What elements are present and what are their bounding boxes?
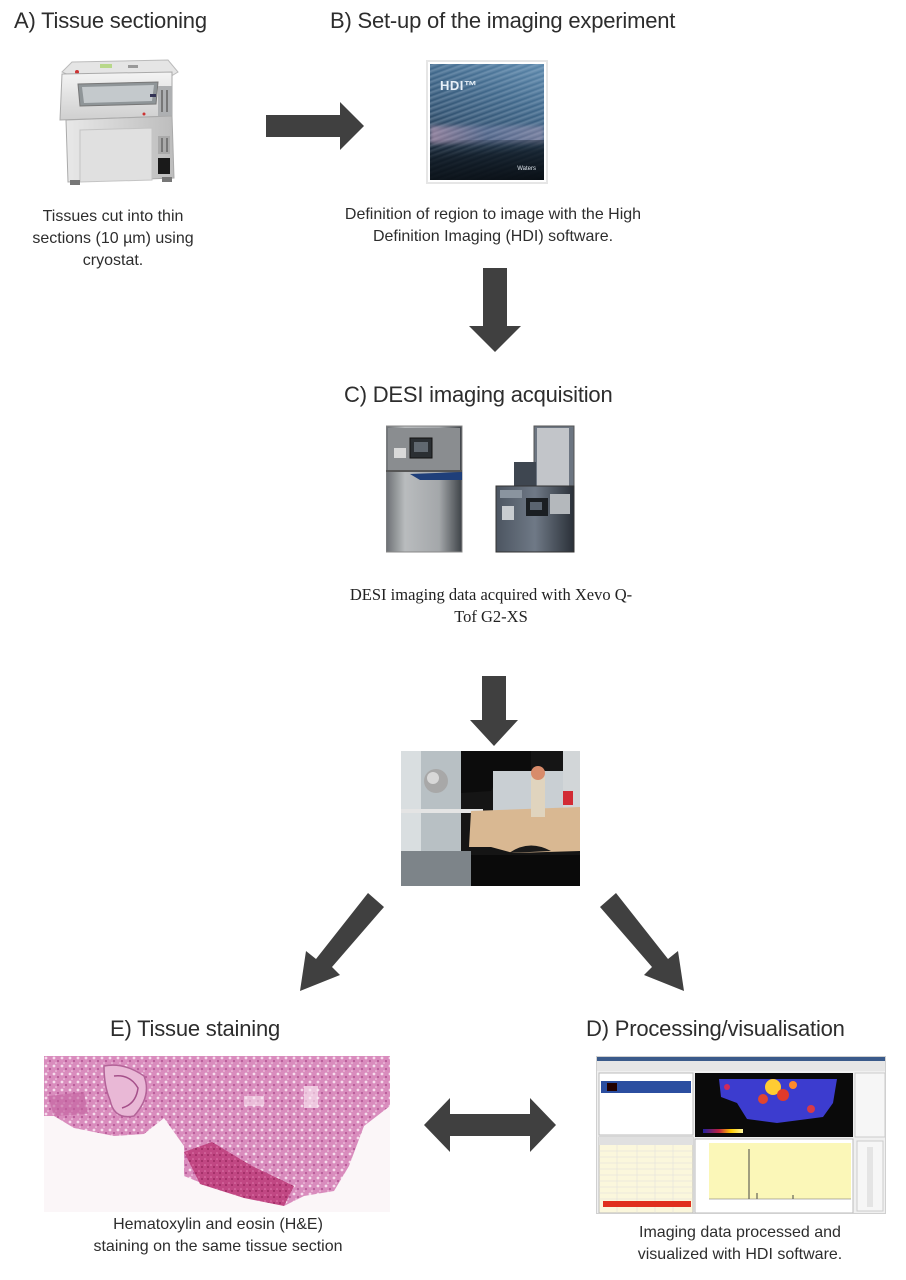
step-c-caption: DESI imaging data acquired with Xevo Q- … <box>296 584 686 628</box>
step-e-heading: E) Tissue staining <box>110 1016 281 1041</box>
step-a-caption: Tissues cut into thin sections (10 µm) u… <box>18 206 208 272</box>
step-b-caption-line: Definition Imaging (HDI) software. <box>372 228 614 245</box>
step-a-caption-line: sections (10 µm) using <box>32 230 194 247</box>
step-d-caption: Imaging data processed and visualized wi… <box>590 1222 890 1266</box>
step-d-caption-line: Imaging data processed and <box>639 1224 841 1241</box>
down-right-arrow-icon <box>594 893 686 993</box>
step-b-caption-line: Definition of region to image with the H… <box>344 206 642 223</box>
step-e-caption-line: staining on the same tissue section <box>93 1238 343 1255</box>
step-d-caption-line: visualized with HDI software. <box>637 1246 843 1263</box>
step-c-caption-line: DESI imaging data acquired with Xevo Q- <box>349 585 633 604</box>
step-a-caption-line: cryostat. <box>82 252 144 269</box>
cryostat-image <box>40 50 190 190</box>
step-c-caption-line: Tof G2-XS <box>454 607 528 626</box>
hdi-software-cover-image: HDI™ Waters <box>426 60 548 184</box>
step-d-heading: D) Processing/visualisation <box>586 1016 845 1041</box>
step-a-heading: A) Tissue sectioning <box>14 8 207 33</box>
waters-brand-text: Waters <box>517 166 536 172</box>
hdi-logo-text: HDI™ <box>440 78 478 93</box>
hdi-software-screenshot <box>596 1056 886 1214</box>
step-b-caption: Definition of region to image with the H… <box>296 204 690 248</box>
step-e-caption-line: Hematoxylin and eosin (H&E) <box>113 1216 323 1233</box>
down-left-arrow-icon <box>298 893 390 993</box>
desi-source-stage-photo <box>401 751 580 886</box>
step-b-heading: B) Set-up of the imaging experiment <box>330 8 676 33</box>
step-a-caption-line: Tissues cut into thin <box>42 208 184 225</box>
mass-spectrometer-image <box>386 424 578 554</box>
he-stained-tissue-image <box>44 1056 390 1212</box>
right-arrow-icon <box>266 102 366 150</box>
double-headed-arrow-icon <box>424 1096 556 1154</box>
down-arrow-icon <box>469 268 521 352</box>
step-c-heading: C) DESI imaging acquisition <box>344 382 613 407</box>
step-e-caption: Hematoxylin and eosin (H&E) staining on … <box>40 1214 396 1258</box>
down-arrow-icon <box>468 676 520 746</box>
